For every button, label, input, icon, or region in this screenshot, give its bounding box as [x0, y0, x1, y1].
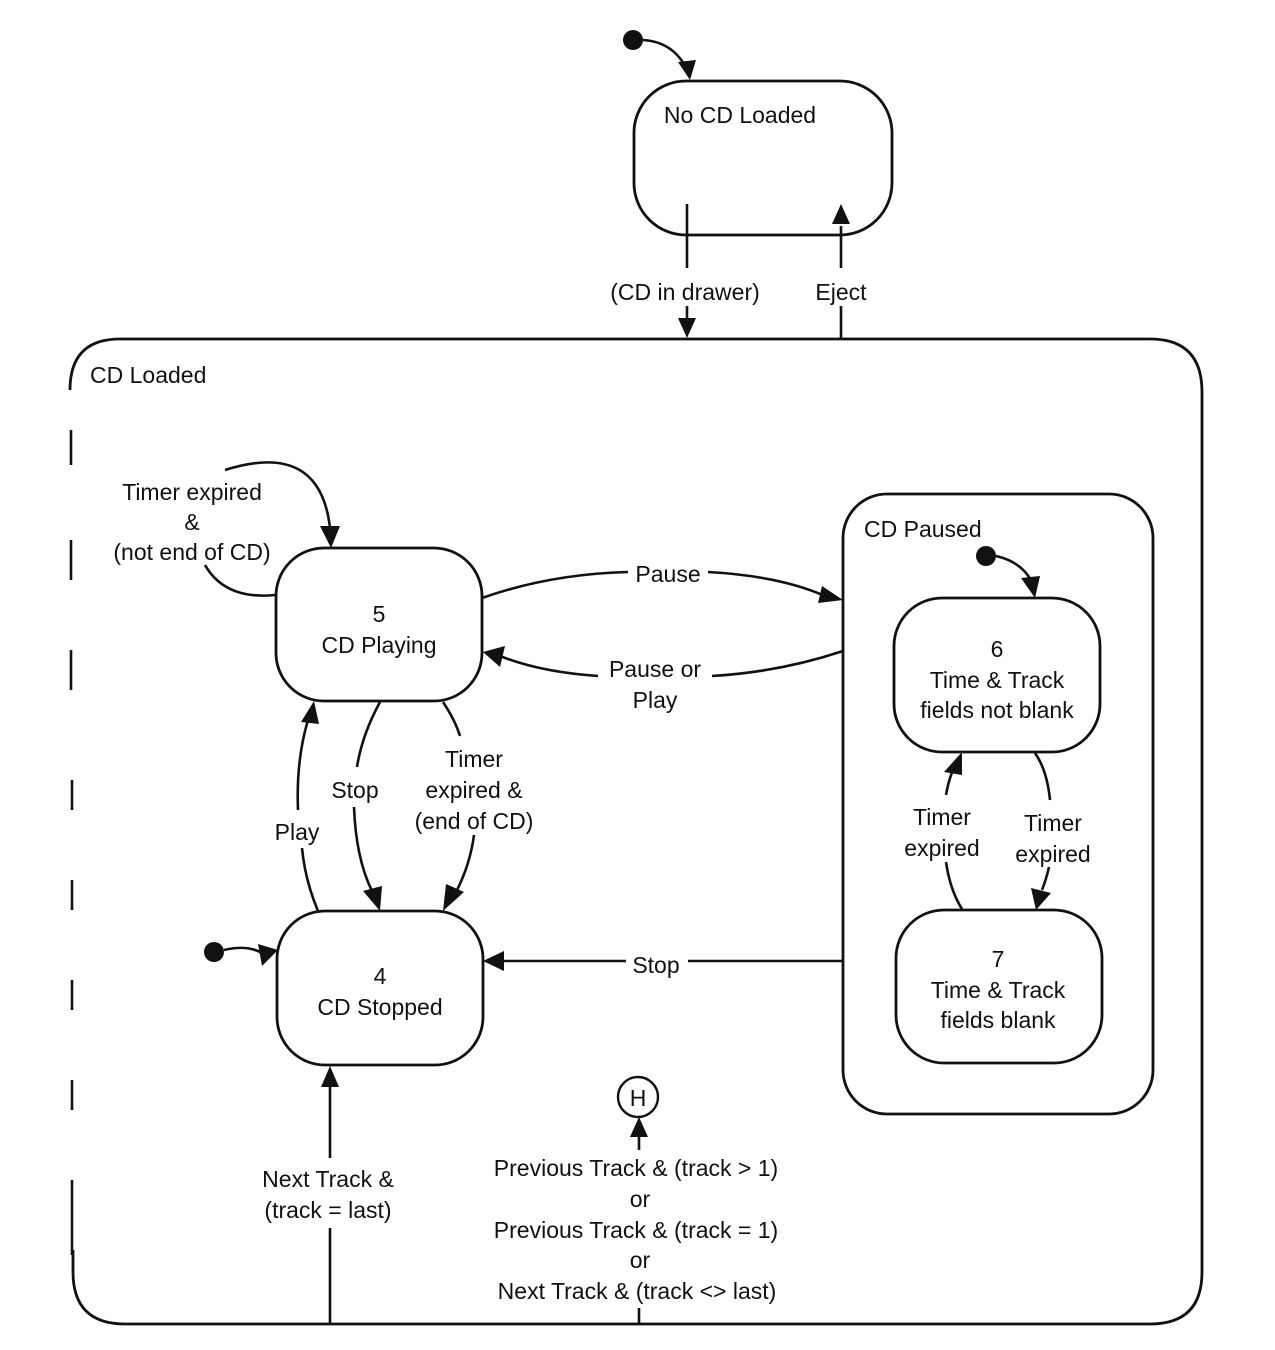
arrowhead: [678, 318, 696, 338]
initial-pseudostate-top: [623, 30, 696, 80]
superstate-cd-loaded[interactable]: CD Loaded: [68, 337, 1204, 1326]
transition-stop-from-playing: Stop: [331, 701, 382, 911]
state-name: CD Stopped: [317, 994, 442, 1020]
transition-label-line: &: [184, 509, 199, 535]
transition-label-line: or: [630, 1186, 651, 1212]
state-fields-blank[interactable]: 7 Time & Track fields blank: [894, 908, 1104, 1065]
transition-pause: Pause: [481, 561, 843, 603]
transition-next-track-last: Next Track & (track = last): [262, 1066, 394, 1324]
transition-label: Stop: [331, 777, 378, 803]
arrowhead: [818, 586, 843, 603]
arrowhead: [678, 60, 696, 80]
arrowhead: [944, 752, 962, 775]
transition-stop-from-paused: Stop: [483, 951, 843, 978]
transition-label-line: Pause or: [609, 656, 701, 682]
state-name: CD Playing: [321, 632, 436, 658]
state-cd-stopped[interactable]: 4 CD Stopped: [275, 909, 485, 1067]
transition-label-line: expired: [904, 835, 979, 861]
transition-label-line: expired: [1015, 841, 1090, 867]
history-symbol: H: [630, 1085, 647, 1111]
initial-pseudostate-stopped: [204, 942, 278, 966]
transition-label-line: Timer: [913, 804, 971, 830]
transition-label: Eject: [815, 279, 867, 305]
transition-label-line: (end of CD): [415, 808, 534, 834]
transition-label: Pause: [635, 561, 700, 587]
transition-label-line: Play: [633, 687, 678, 713]
transition-label-line: Timer: [445, 746, 503, 772]
arrowhead: [443, 884, 464, 911]
arrowhead: [1021, 576, 1040, 598]
superstate-cd-paused-label: CD Paused: [864, 516, 982, 542]
state-number: 7: [992, 946, 1005, 972]
state-name-line: fields blank: [940, 1007, 1056, 1033]
state-cd-playing[interactable]: 5 CD Playing: [274, 546, 484, 703]
state-no-cd-loaded[interactable]: No CD Loaded: [632, 79, 894, 237]
history-state[interactable]: H: [616, 1075, 660, 1119]
state-name-line: Time & Track: [931, 977, 1066, 1003]
arrowhead: [320, 526, 340, 548]
state-number: 6: [991, 636, 1004, 662]
transition-label-line: Timer expired: [122, 479, 262, 505]
transition-label: (CD in drawer): [610, 279, 760, 305]
arrowhead: [1031, 888, 1051, 910]
transition-label-line: Timer: [1024, 810, 1082, 836]
arrowhead: [321, 1066, 339, 1087]
transition-label-line: Previous Track & (track > 1): [494, 1155, 778, 1181]
arrowhead: [483, 951, 504, 971]
superstate-cd-loaded-label: CD Loaded: [90, 362, 206, 388]
transition-history-entry: Previous Track & (track > 1) or Previous…: [494, 1117, 778, 1324]
initial-dot: [976, 546, 996, 566]
transition-timer-6-to-7: Timer expired: [1015, 752, 1091, 910]
transition-pause-or-play: Pause or Play: [483, 646, 844, 713]
transition-label-line: Previous Track & (track = 1): [494, 1217, 778, 1243]
arrowhead: [630, 1117, 648, 1137]
state-name-line: Time & Track: [930, 667, 1065, 693]
transition-label-line: (not end of CD): [113, 539, 270, 565]
arrowhead: [832, 204, 850, 224]
transition-play: Play: [275, 701, 320, 912]
arrowhead: [363, 886, 382, 911]
state-number: 5: [373, 601, 386, 627]
transition-timer-end: Timer expired & (end of CD): [415, 701, 534, 911]
transition-label: Stop: [632, 952, 679, 978]
state-no-cd-loaded-label: No CD Loaded: [664, 102, 816, 128]
transition-timer-not-end: Timer expired & (not end of CD): [113, 461, 340, 597]
state-name-line: fields not blank: [920, 697, 1074, 723]
initial-dot: [623, 30, 643, 50]
initial-dot: [204, 942, 224, 962]
arrowhead: [301, 701, 319, 724]
arrowhead: [483, 646, 505, 667]
transition-eject: Eject: [815, 204, 867, 339]
superstate-cd-paused[interactable]: CD Paused: [841, 492, 1155, 1116]
transition-timer-7-to-6: Timer expired: [904, 752, 980, 910]
state-fields-not-blank[interactable]: 6 Time & Track fields not blank: [892, 596, 1102, 754]
transition-label-line: (track = last): [264, 1197, 391, 1223]
transition-cd-in-drawer: (CD in drawer): [610, 204, 760, 338]
transition-label-line: expired &: [425, 777, 522, 803]
transition-label-line: or: [630, 1247, 651, 1273]
state-number: 4: [374, 963, 387, 989]
transition-label-line: Next Track & (track <> last): [498, 1278, 777, 1304]
transition-label: Play: [275, 819, 320, 845]
transition-label-line: Next Track &: [262, 1166, 394, 1192]
arrowhead: [258, 944, 278, 966]
initial-pseudostate-paused: [976, 546, 1040, 598]
